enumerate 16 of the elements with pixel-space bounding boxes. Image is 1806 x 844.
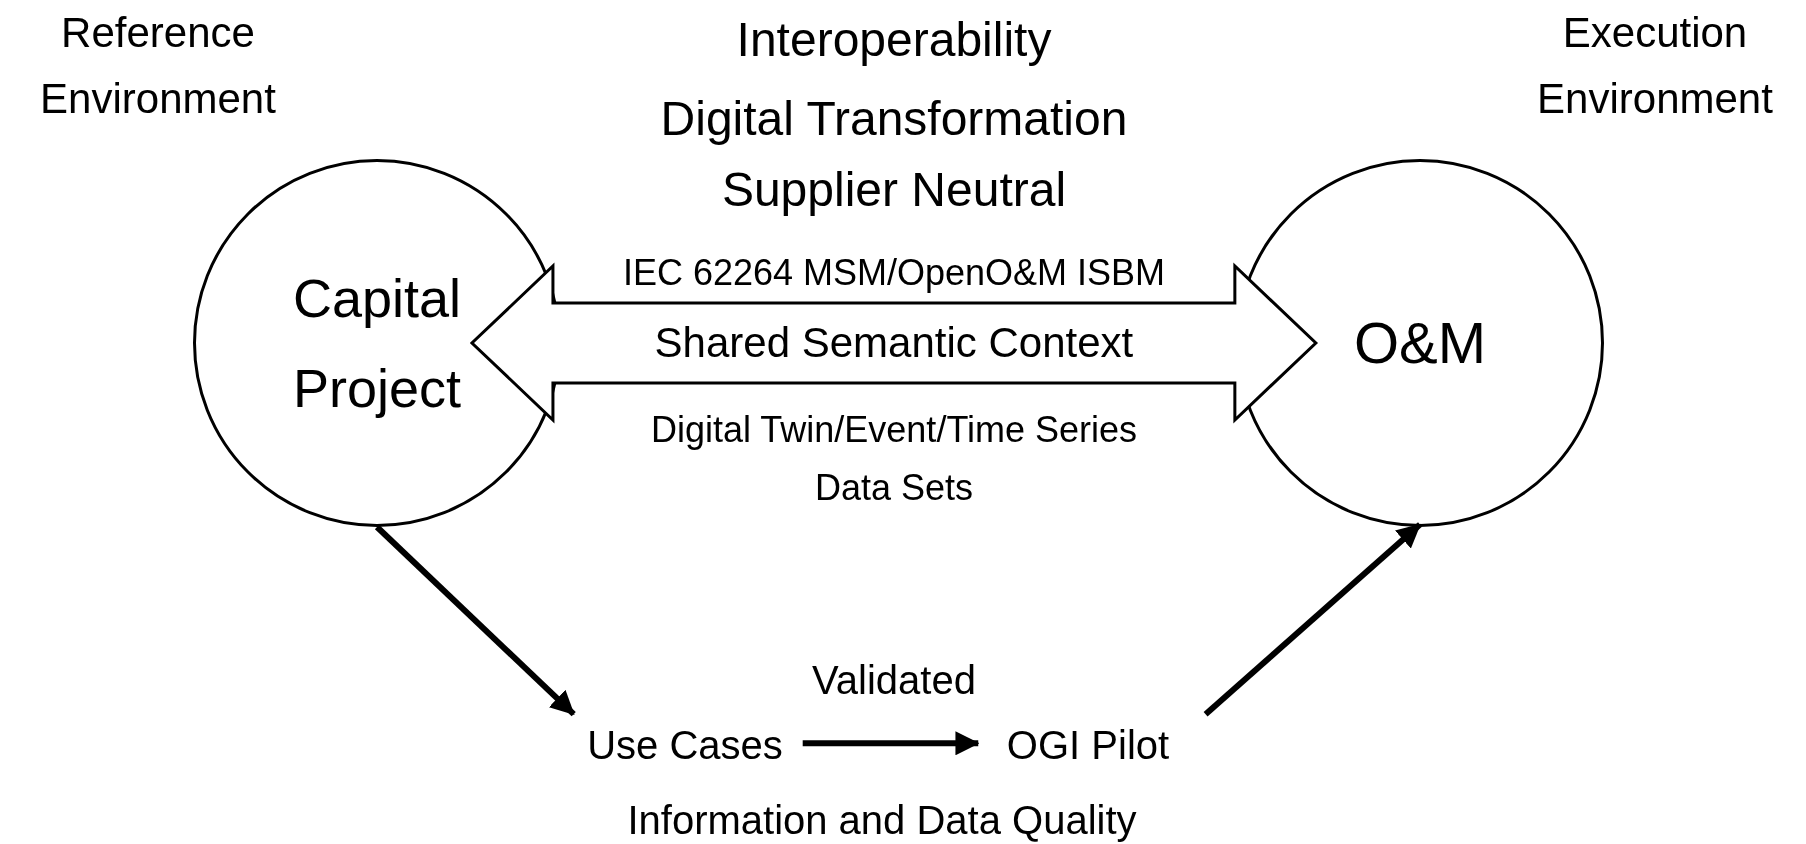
text-label: Digital Twin/Event/Time Series Data Sets <box>649 408 1139 510</box>
text-label: Execution Environment <box>1536 8 1774 124</box>
circle-label: O&M <box>1353 309 1487 377</box>
text-label: IEC 62264 MSM/OpenO&M ISBM <box>622 253 1166 293</box>
node-label: OGI Pilot <box>1006 722 1170 769</box>
node-label: Use Cases <box>587 722 783 769</box>
text-label: Digital Transformation <box>660 91 1128 147</box>
text-label: Interoperability <box>736 12 1052 68</box>
text-label: Supplier Neutral <box>721 162 1067 218</box>
arrow <box>1203 522 1422 717</box>
text-label: Validated <box>812 657 976 704</box>
text-label: Information and Data Quality <box>627 797 1137 844</box>
circle-label: Capital Project <box>291 267 463 420</box>
arrow <box>802 731 980 756</box>
text-label: Reference Environment <box>39 8 277 124</box>
arrow <box>374 524 576 717</box>
